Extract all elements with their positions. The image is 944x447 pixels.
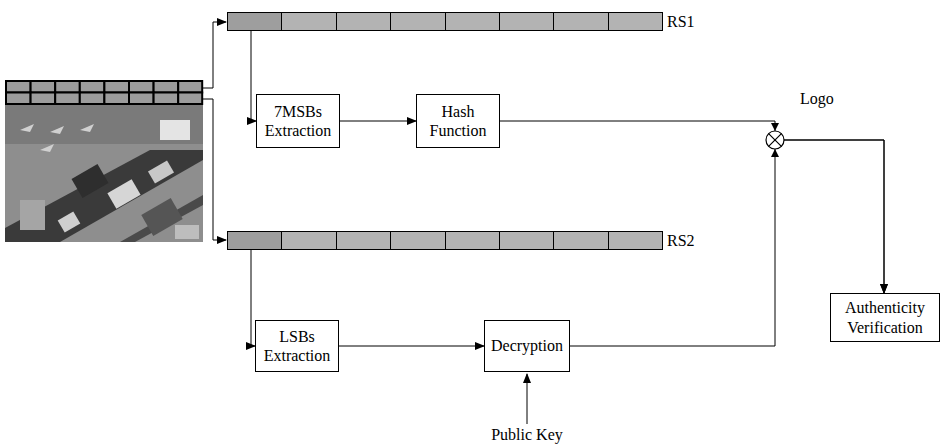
process-box: Decryption xyxy=(484,320,570,372)
register-strip: RS1 xyxy=(227,12,663,31)
aerial-image xyxy=(5,80,203,242)
register-cell xyxy=(609,12,663,31)
register-cell xyxy=(554,231,608,250)
connector-arrow xyxy=(339,346,484,347)
image-to-register-arrow xyxy=(203,22,226,88)
process-box: 7MSBs Extraction xyxy=(256,94,340,148)
register-cell xyxy=(227,231,282,250)
register-cell xyxy=(500,231,554,250)
key-label: Public Key xyxy=(491,425,563,444)
register-strip: RS2 xyxy=(227,231,663,250)
register-cell xyxy=(282,231,336,250)
register-cell xyxy=(337,12,391,31)
register-cell xyxy=(337,231,391,250)
connector-arrow xyxy=(500,121,884,293)
key-arrow xyxy=(527,374,528,424)
register-cell xyxy=(554,12,608,31)
register-cell xyxy=(227,12,282,31)
register-cell xyxy=(446,231,500,250)
process-box: LSBs Extraction xyxy=(255,320,339,372)
signal-label: Logo xyxy=(800,89,834,108)
process-box: Hash Function xyxy=(416,94,500,148)
box-label: Authenticity Verification xyxy=(835,298,935,336)
register-label: RS1 xyxy=(667,12,695,31)
register-cell xyxy=(391,231,445,250)
process-box: Authenticity Verification xyxy=(830,293,940,342)
image-to-register-arrow xyxy=(203,99,226,240)
box-label: Decryption xyxy=(491,336,563,355)
connector-arrow xyxy=(340,121,416,122)
register-cell xyxy=(282,12,336,31)
box-label: LSBs Extraction xyxy=(260,327,334,365)
box-label: 7MSBs Extraction xyxy=(261,102,335,140)
register-cell xyxy=(609,231,663,250)
register-cell xyxy=(446,12,500,31)
register-cell xyxy=(391,12,445,31)
register-label: RS2 xyxy=(667,231,695,250)
register-cell xyxy=(500,12,554,31)
box-label: Hash Function xyxy=(421,102,495,140)
